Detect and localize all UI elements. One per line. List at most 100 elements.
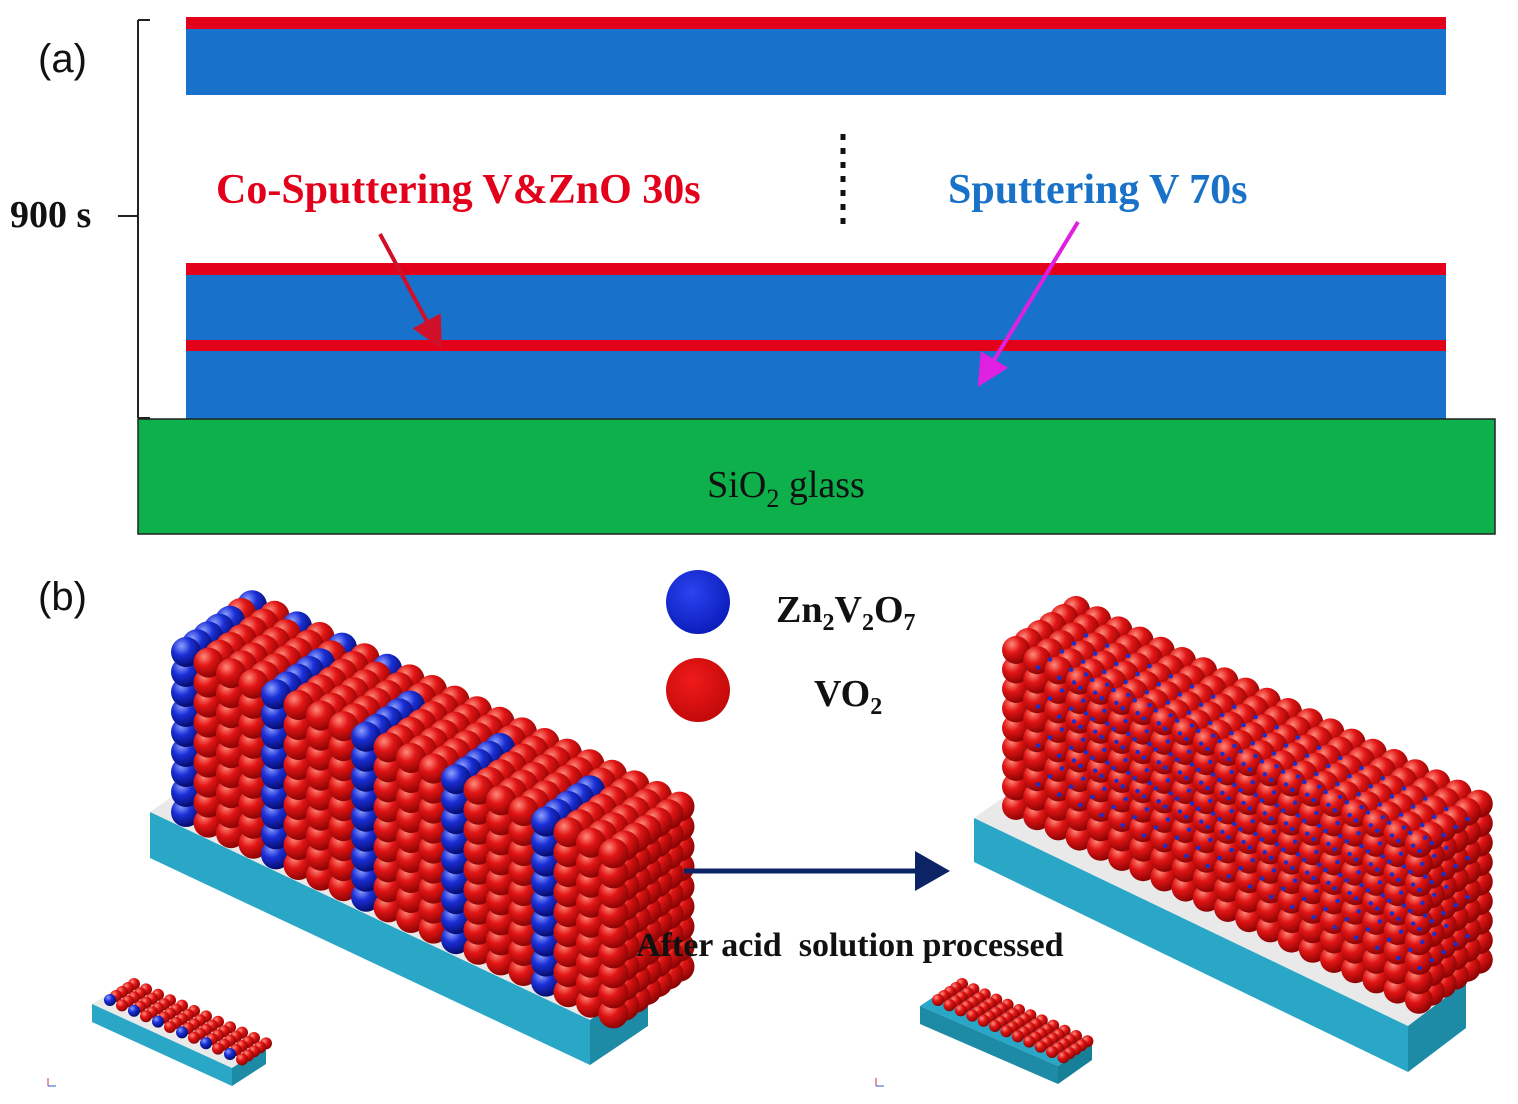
vo2-sphere: [373, 732, 404, 763]
co-sputter-arrow: [378, 233, 442, 350]
zn2v2o7-dot: [1420, 939, 1425, 945]
zn2v2o7-dot: [1281, 808, 1286, 813]
zn2v2o7-dot: [1226, 796, 1232, 801]
zn2v2o7-dot: [1035, 665, 1041, 670]
zn2v2o7-dot: [1144, 768, 1150, 773]
zn2v2o7-dot: [1102, 747, 1107, 753]
zn2v2o7-dot: [1432, 892, 1437, 898]
zn2v2o7-dot: [1411, 804, 1416, 809]
zn2v2o7-dot: [1269, 816, 1274, 821]
zn2v2o7-dot: [1153, 786, 1159, 791]
zn2v2o7-dot: [1196, 767, 1201, 773]
zn2v2o7-dot: [1323, 906, 1328, 912]
vo2-sphere: [1404, 946, 1433, 975]
zn2v2o7-dot: [1375, 867, 1380, 872]
zn2v2o7-dot: [1102, 669, 1107, 675]
zn2v2o7-dot: [1356, 909, 1362, 914]
vo2-sphere: [1002, 675, 1030, 703]
zn2v2o7-dot: [1387, 859, 1392, 864]
zn2v2o7-dot: [1250, 858, 1256, 863]
zn2v2o7-dot: [1163, 843, 1168, 848]
zn2v2o7-dot: [1120, 706, 1126, 711]
zn2v2o7-dot: [1253, 753, 1258, 759]
zn2v2o7-dot: [1220, 790, 1225, 796]
zn2v2o7-dot: [1217, 816, 1222, 822]
zn2v2o7-dot: [1444, 923, 1449, 929]
zn2v2o7-dot: [1187, 710, 1192, 715]
zn2v2o7-sphere: [200, 1037, 212, 1050]
vo2-sphere: [418, 753, 449, 784]
zn2v2o7-dot: [1441, 910, 1446, 916]
zn2v2o7-dot: [1232, 782, 1237, 788]
zn2v2o7-dot: [1057, 714, 1062, 719]
vo2-sphere: [1320, 925, 1348, 954]
zn2v2o7-dot: [1123, 679, 1128, 685]
zn2v2o7-dot: [1411, 882, 1416, 887]
zn2v2o7-dot: [1226, 757, 1232, 762]
zn2v2o7-dot: [1271, 868, 1277, 873]
right-inset: [920, 978, 1094, 1084]
zn2v2o7-dot: [1168, 674, 1174, 679]
zn2v2o7-dot: [1059, 688, 1065, 693]
zn2v2o7-dot: [1417, 965, 1422, 971]
zn2v2o7-dot: [1269, 777, 1274, 782]
vo2-sphere: [116, 999, 128, 1012]
zn2v2o7-dot: [1441, 832, 1446, 838]
zn2v2o7-dot: [1189, 684, 1195, 689]
zn2v2o7-dot: [1465, 816, 1470, 822]
zn2v2o7-dot: [1184, 775, 1189, 781]
zn2v2o7-dot: [1365, 888, 1371, 893]
zn2v2o7-dot: [1332, 925, 1338, 930]
zn2v2o7-dot: [1111, 804, 1116, 810]
zn2v2o7-dot: [1238, 827, 1244, 832]
vo2-sphere: [1362, 926, 1391, 955]
vo2-sphere: [1362, 945, 1391, 974]
zn2v2o7-dot: [1314, 810, 1319, 816]
zn2v2o7-dot: [1365, 849, 1371, 854]
vo2-sphere: [216, 658, 246, 689]
zn2v2o7-dot: [1332, 886, 1338, 891]
zn2v2o7-dot: [1295, 735, 1301, 740]
zn2v2o7-dot: [1177, 692, 1183, 697]
vo2-sphere: [943, 999, 956, 1012]
zn2v2o7-dot: [1135, 671, 1140, 677]
zn2v2o7-dot: [1059, 727, 1065, 732]
zn2v2o7-dot: [1283, 782, 1289, 787]
zn2v2o7-dot: [1232, 704, 1237, 710]
vo2-sphere: [1108, 804, 1136, 832]
zn2v2o7-dot: [1281, 847, 1286, 852]
zn2v2o7-dot: [1293, 800, 1298, 805]
zn2v2o7-dot: [1387, 820, 1392, 825]
zn2v2o7-dot: [1047, 696, 1053, 701]
vo2-sphere: [932, 994, 944, 1006]
zn2v2o7-dot: [1071, 719, 1077, 724]
zn2v2o7-dot: [1126, 731, 1131, 737]
zn2v2o7-dot: [1071, 758, 1077, 763]
zn2v2o7-dot: [1347, 851, 1352, 857]
zn2v2o7-dot: [1347, 812, 1352, 818]
zn2v2o7-dot: [1453, 863, 1458, 869]
zn2v2o7-dot: [1120, 784, 1126, 789]
zn2v2o7-dot: [1271, 751, 1277, 756]
process-label: After acid solution processed: [636, 927, 1064, 964]
vo2-sphere: [1057, 1051, 1070, 1064]
zn2v2o7-sphere: [176, 1026, 188, 1039]
vo2-sphere: [164, 1021, 176, 1033]
vo2-sphere: [396, 743, 426, 773]
zn2v2o7-dot: [1302, 896, 1307, 902]
zn2v2o7-dot: [1401, 864, 1407, 869]
zn2v2o7-dot: [1135, 788, 1140, 794]
zn2v2o7-dot: [1274, 764, 1280, 769]
vo2-sphere: [1086, 813, 1115, 842]
zn2v2o7-dot: [1302, 818, 1307, 824]
zn2v2o7-dot: [1238, 866, 1244, 871]
zn2v2o7-dot: [1238, 749, 1244, 754]
zn2v2o7-dot: [1114, 700, 1119, 706]
zn2v2o7-dot: [1399, 890, 1404, 895]
zn2v2o7-dot: [1444, 806, 1449, 812]
zn2v2o7-dot: [1156, 721, 1162, 726]
vo2-sphere: [463, 774, 494, 805]
zn2v2o7-dot: [1323, 789, 1328, 795]
vo2-sphere: [1192, 864, 1221, 893]
vo2-sphere: [1023, 665, 1052, 694]
